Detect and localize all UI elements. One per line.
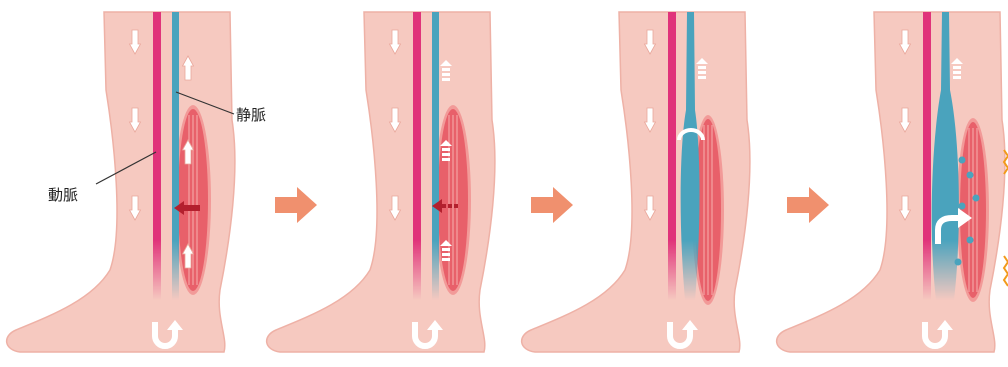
fluid-drop <box>951 182 958 189</box>
artery-vessel <box>413 12 421 302</box>
fluid-drop <box>959 203 966 210</box>
calf-muscle <box>435 105 471 295</box>
fluid-drop <box>959 157 966 164</box>
artery-label: 動脈 <box>48 184 78 205</box>
vein-vessel <box>432 12 439 302</box>
step-arrow-icon <box>531 187 573 223</box>
leg-panel-pooling <box>522 12 750 352</box>
leg-panel-weakened-pump <box>267 12 495 352</box>
fluid-drop <box>967 237 974 244</box>
artery-vessel <box>668 12 676 302</box>
leg-panel-swelling <box>777 12 1008 352</box>
artery-vessel <box>923 12 931 302</box>
fluid-drop <box>955 259 962 266</box>
leg-panel-normal <box>7 12 235 352</box>
fluid-drop <box>967 172 974 179</box>
step-arrow-icon <box>787 187 829 223</box>
vein-vessel <box>172 12 179 302</box>
artery-vessel <box>153 12 161 302</box>
calf-muscle <box>957 118 989 302</box>
calf-muscle <box>175 105 211 295</box>
step-arrow-icon <box>275 187 317 223</box>
fluid-drop <box>973 195 980 202</box>
vein-label: 静脈 <box>236 104 266 125</box>
